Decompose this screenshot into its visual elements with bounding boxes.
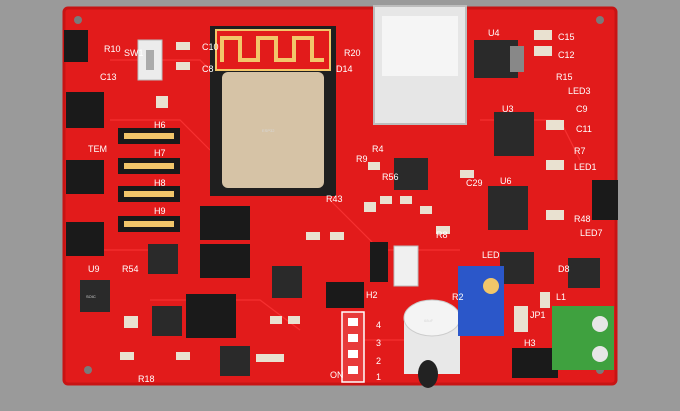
- label-u3: U3: [502, 104, 514, 114]
- label-h8: H8: [154, 178, 166, 188]
- label-u4: U4: [488, 28, 500, 38]
- label-h9: H9: [154, 206, 166, 216]
- label-u9: U9: [88, 264, 100, 274]
- label-r54: R54: [122, 264, 139, 274]
- header-2x2: [200, 244, 250, 278]
- label-dip4: 4: [376, 320, 381, 330]
- label-c15: C15: [558, 32, 575, 42]
- dip-switch: [341, 311, 365, 383]
- label-r7: R7: [574, 146, 586, 156]
- label-r4: R4: [372, 144, 384, 154]
- label-u6: U6: [500, 176, 512, 186]
- label-h2: H2: [366, 290, 378, 300]
- soic-chip: [148, 244, 178, 274]
- soic-chip: [152, 306, 182, 336]
- label-dip1: 1: [376, 372, 381, 382]
- header-2x2: [186, 294, 236, 338]
- label-c13: C13: [100, 72, 117, 82]
- header-2x2: [326, 282, 364, 308]
- label-c9: C9: [576, 104, 588, 114]
- label-d14: D14: [336, 64, 353, 74]
- header-right: [592, 180, 618, 220]
- label-tem: TEM: [88, 144, 107, 154]
- silkscreen: R10 SW1 C10 C8 C13 D14 R20 U4 C15 C12 R1…: [88, 28, 603, 384]
- label-r15: R15: [556, 72, 573, 82]
- mount-hole: [596, 16, 604, 24]
- esp32-module: ESP32: [210, 26, 336, 196]
- label-led7: LED7: [580, 228, 603, 238]
- label-r43: R43: [326, 194, 343, 204]
- label-r9: R9: [356, 154, 368, 164]
- mount-hole: [74, 16, 82, 24]
- esp32-mark: ESP32: [262, 128, 275, 133]
- soic-chip: [500, 252, 534, 284]
- tact-switch: [393, 245, 419, 287]
- label-l1: L1: [556, 292, 566, 302]
- label-led3: LED3: [568, 86, 591, 96]
- label-on: ON: [330, 370, 344, 380]
- label-dip3: 3: [376, 338, 381, 348]
- mount-hole: [84, 366, 92, 374]
- u3-regulator: [494, 112, 534, 156]
- jumper-headers: [118, 128, 180, 232]
- label-r48: R48: [574, 214, 591, 224]
- header-2x2: [200, 206, 250, 240]
- soic-chip: [220, 346, 250, 376]
- label-h6: H6: [154, 120, 166, 130]
- electrolytic-capacitor: 68uF: [403, 299, 461, 388]
- label-h7: H7: [154, 148, 166, 158]
- header-h3: [512, 348, 558, 378]
- label-led1: LED1: [574, 162, 597, 172]
- header-connector: [64, 30, 88, 62]
- label-h3: H3: [524, 338, 536, 348]
- cap-mark: 68uF: [424, 318, 434, 323]
- label-r8: R8: [436, 230, 448, 240]
- potentiometer: [458, 266, 504, 336]
- esp32-shield: [222, 72, 324, 188]
- label-r10: R10: [104, 44, 121, 54]
- label-sw1: SW1: [124, 48, 144, 58]
- label-c11: C11: [576, 124, 592, 134]
- label-c8: C8: [202, 64, 214, 74]
- soic-chip: [80, 280, 110, 312]
- label-c29: C29: [466, 178, 483, 188]
- left-headers: [64, 30, 104, 256]
- header-2x1: [370, 242, 388, 282]
- label-r56: R56: [382, 172, 399, 182]
- smd-components: [120, 30, 564, 362]
- soic-chip: [272, 266, 302, 298]
- label-d8: D8: [558, 264, 570, 274]
- header-connector: [66, 92, 104, 128]
- soic-mark: SOIC: [86, 294, 96, 299]
- u6-regulator: [488, 186, 528, 230]
- label-c10: C10: [202, 42, 219, 52]
- label-c12: C12: [558, 50, 575, 60]
- label-r20: R20: [344, 48, 361, 58]
- inductor: [568, 258, 600, 288]
- label-r2: R2: [452, 292, 464, 302]
- header-connector: [66, 222, 104, 256]
- qfn-chip: [394, 158, 428, 190]
- label-led: LED: [482, 250, 500, 260]
- label-r18: R18: [138, 374, 155, 384]
- label-jp1: JP1: [530, 310, 546, 320]
- header-connector: [66, 160, 104, 194]
- label-dip2: 2: [376, 356, 381, 366]
